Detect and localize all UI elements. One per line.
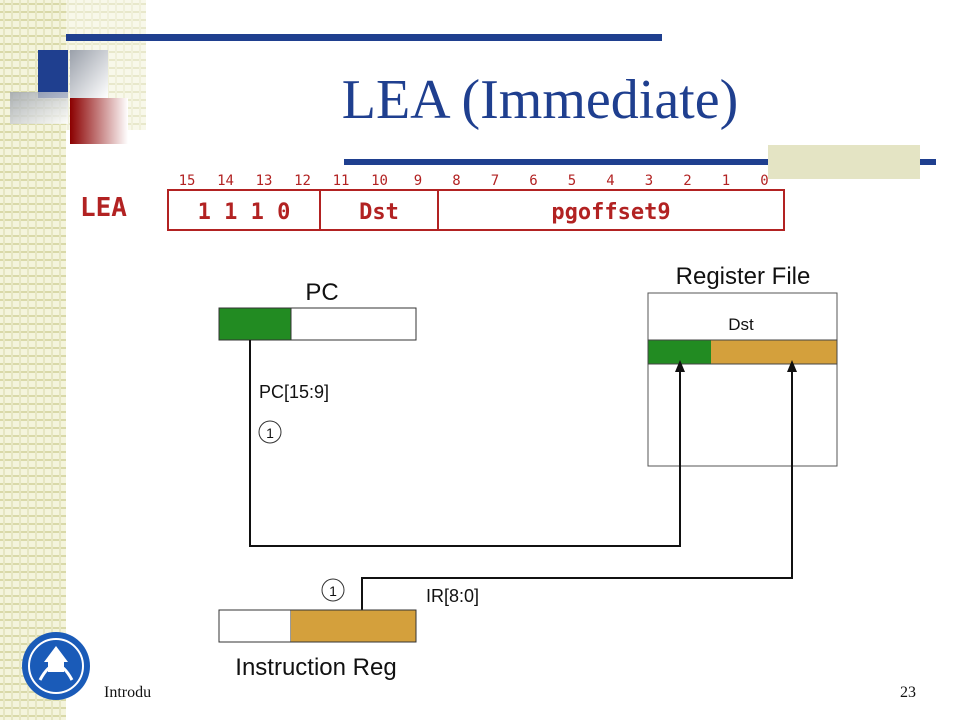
dst-high-bits (648, 340, 711, 364)
bit-number-1: 1 (722, 173, 730, 189)
title-rule (344, 159, 936, 165)
pc-label: PC (305, 279, 338, 306)
bit-number-11: 11 (333, 173, 350, 189)
bit-number-8: 8 (452, 173, 460, 189)
footer-course-title: Introdu (104, 684, 152, 701)
instruction-reg-label: Instruction Reg (235, 654, 396, 681)
pc-low-bits (290, 307, 417, 341)
bit-number-5: 5 (568, 173, 576, 189)
footer-page-number: 23 (900, 684, 916, 701)
ir-to-dst-wire (361, 366, 793, 610)
step-marker-ir-text: 1 (329, 583, 337, 599)
ir-low-bits (291, 610, 416, 642)
instruction-format-box (167, 189, 785, 231)
bit-number-9: 9 (414, 173, 422, 189)
bit-number-7: 7 (491, 173, 499, 189)
bit-number-0: 0 (760, 173, 768, 189)
corner-red-block (70, 98, 128, 144)
corner-grey-block (70, 50, 108, 98)
pc-bits-label: PC[15:9] (259, 382, 329, 402)
dst-field: Dst (359, 200, 399, 225)
bit-number-3: 3 (645, 173, 653, 189)
pgoffset9-field: pgoffset9 (551, 200, 670, 225)
dst-low-bits (711, 340, 837, 364)
opcode-field: 1 1 1 0 (198, 200, 291, 225)
bit-number-2: 2 (683, 173, 691, 189)
corner-blue-block (38, 50, 68, 98)
bit-number-10: 10 (371, 173, 388, 189)
step-marker-pc (258, 420, 282, 444)
bit-number-15: 15 (179, 173, 196, 189)
slide-title: LEA (Immediate) (341, 69, 739, 131)
university-seal-logo (22, 632, 90, 700)
step-marker-pc-text: 1 (266, 425, 274, 441)
register-file-label: Register File (676, 263, 811, 290)
pc-wire-arrowhead (675, 360, 685, 372)
pc-high-bits (219, 308, 291, 340)
ir-wire-arrowhead (787, 360, 797, 372)
ir-bits-label: IR[8:0] (426, 586, 479, 606)
dst-register (647, 339, 838, 365)
bit-number-4: 4 (606, 173, 614, 189)
step-marker-ir (321, 578, 345, 602)
pc-to-dst-wire (249, 340, 681, 547)
title-rule-accent (768, 145, 920, 179)
bit-number-6: 6 (529, 173, 537, 189)
lea-mnemonic: LEA (80, 193, 127, 223)
bit-number-13: 13 (256, 173, 273, 189)
bit-number-14: 14 (217, 173, 234, 189)
bit-number-12: 12 (294, 173, 311, 189)
instruction-register (218, 609, 417, 643)
ir-high-bits (218, 609, 292, 643)
dst-label: Dst (728, 315, 754, 334)
pc-register (218, 307, 417, 341)
top-rule (66, 34, 662, 41)
